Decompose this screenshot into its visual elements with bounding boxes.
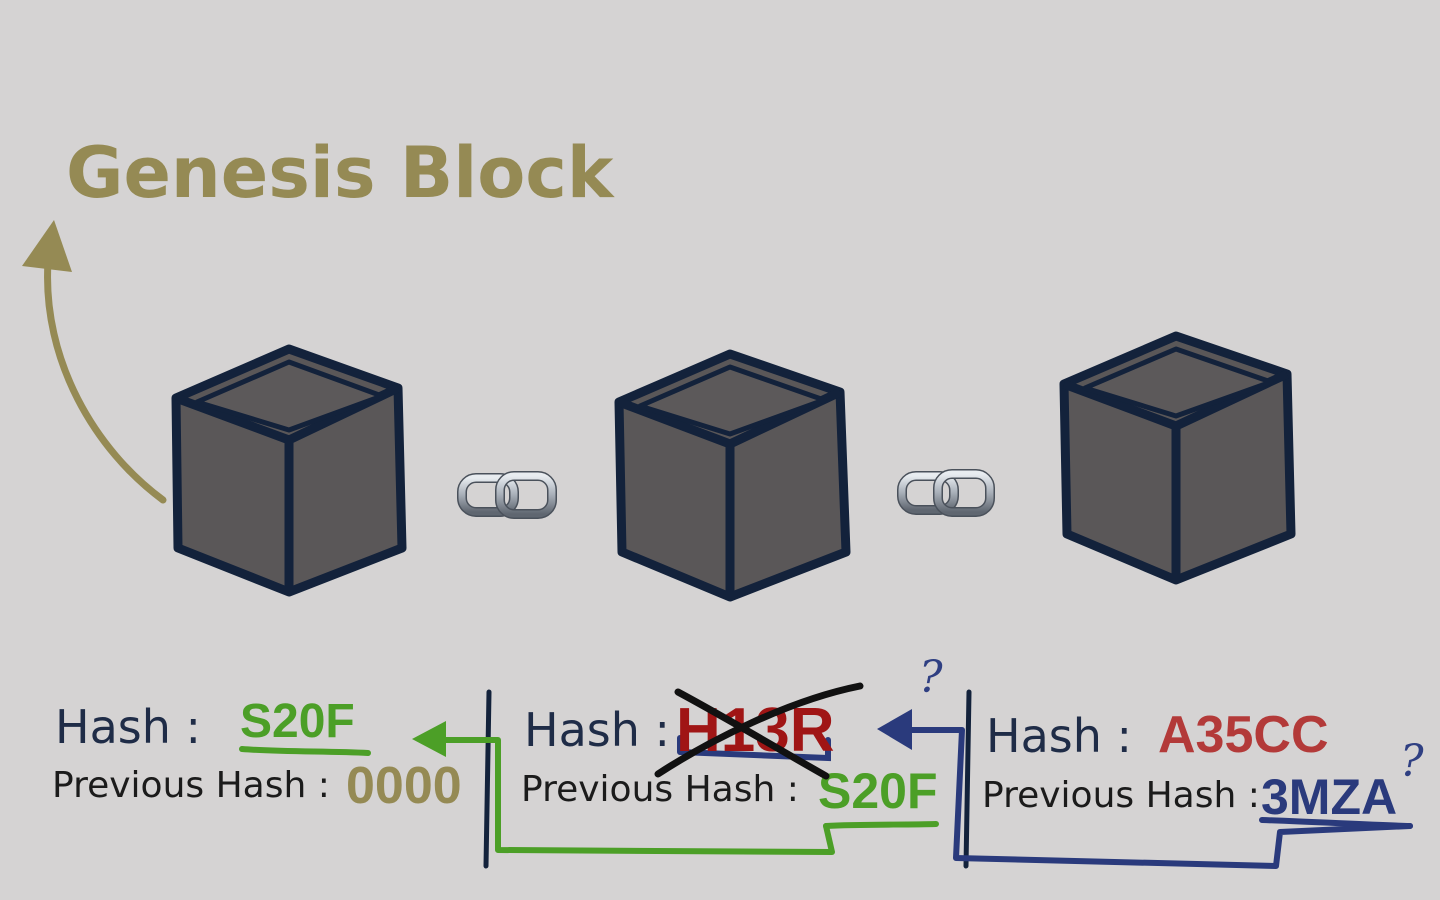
question-mark-icon: ?	[1400, 736, 1424, 787]
block1-prev-hash-value: 0000	[346, 757, 462, 815]
question-mark-icon: ?	[919, 652, 943, 703]
block1-hash-value: S20F	[240, 695, 355, 748]
block3-hash-value: A35CC	[1158, 706, 1329, 764]
block3-hash-label: Hash :	[986, 709, 1133, 763]
curved-arrow-icon	[22, 220, 167, 504]
block1-prev-hash-label: Previous Hash :	[52, 765, 330, 806]
block1-hash-label: Hash :	[55, 700, 202, 754]
block3-prev-hash-label: Previous Hash :	[982, 775, 1260, 816]
broken-link-arrow	[877, 709, 1413, 869]
block2-prev-hash-value: S20F	[818, 763, 938, 819]
block2-prev-hash-label: Previous Hash :	[521, 769, 799, 810]
cube-icon	[1059, 331, 1296, 585]
cross-out-mark	[654, 682, 864, 780]
cube-icon	[614, 349, 851, 602]
cube-icon	[171, 344, 407, 597]
chain-link-icon	[897, 469, 995, 517]
chain-link-icon	[457, 471, 557, 519]
valid-link-arrow	[412, 721, 835, 855]
original-hash-underline	[677, 735, 831, 762]
record-divider	[963, 689, 972, 869]
record-divider	[483, 689, 492, 869]
prev-hash-underline	[823, 821, 939, 829]
genesis-block-title: Genesis Block	[66, 132, 614, 214]
block2-hash-label: Hash :	[524, 703, 671, 757]
block3-prev-hash-value: 3MZA	[1261, 769, 1398, 825]
hash-underline	[239, 746, 371, 756]
